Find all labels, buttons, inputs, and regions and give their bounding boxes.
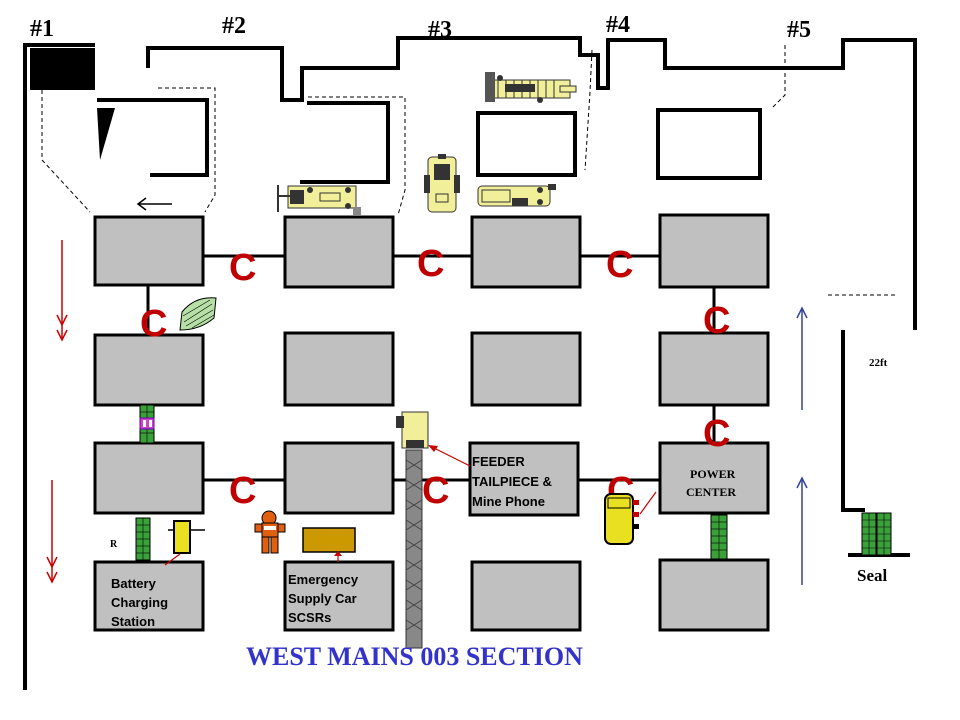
- feeder-label-line-1: FEEDER: [472, 454, 525, 469]
- entry-label-5: #5: [787, 17, 811, 43]
- shuttle-car-icon: [424, 154, 460, 213]
- crosscut-marker: C: [422, 470, 449, 512]
- r-marker: R: [110, 539, 118, 550]
- rib-walls: [23, 36, 917, 690]
- pillar-r4-c1: [93, 560, 205, 632]
- feeder-label: FEEDER TAILPIECE & Mine Phone: [472, 454, 552, 509]
- face-block-4: [656, 108, 762, 180]
- crosscut-marker: C: [229, 247, 256, 289]
- battery-label-line-1: Battery: [111, 576, 157, 591]
- entry-label-1: #1: [30, 16, 54, 42]
- emergency-label: Emergency Supply Car SCSRs: [288, 572, 359, 625]
- airflow-arrows: [46, 197, 808, 585]
- distance-label: 22ft: [869, 357, 888, 369]
- belt-conveyor-icon: [405, 449, 423, 649]
- pillar-r2-c3: [470, 331, 582, 407]
- pillar-r3-c4: [658, 441, 770, 515]
- power-center-label: POWER CENTER: [686, 467, 736, 499]
- crosscut-marker: C: [703, 300, 730, 342]
- battery-charger-icon: [164, 520, 205, 566]
- pillar-r1-c2: [283, 215, 395, 289]
- emergency-label-line-3: SCSRs: [288, 610, 331, 625]
- roof-bolter-icon: [277, 185, 361, 215]
- curtain-line-1: [41, 90, 91, 213]
- crosscut-marker: C: [703, 413, 730, 455]
- battery-label: Battery Charging Station: [111, 576, 168, 629]
- ventilation-lines: [41, 45, 895, 296]
- stopping-icon: [135, 517, 151, 561]
- pillar-r4-c4: [658, 558, 770, 632]
- pillar-r2-c1: [93, 333, 205, 407]
- crosscut-marker: C: [606, 244, 633, 286]
- section-title: WEST MAINS 003 SECTION: [246, 642, 583, 671]
- pillar-r1-c3: [470, 215, 582, 289]
- power-center-label-line-2: CENTER: [686, 485, 736, 499]
- crosscut-marker: C: [229, 470, 256, 512]
- seal-label: Seal: [857, 566, 888, 585]
- pillar-r3-c2: [283, 441, 395, 515]
- right-rib-inner: [841, 330, 865, 512]
- pillar-r2-c2: [283, 331, 395, 407]
- airflow-arrow-icon: [56, 240, 68, 342]
- emergency-label-line-2: Supply Car: [288, 591, 357, 606]
- supply-car-icon: [302, 527, 356, 562]
- curtain-line-3: [308, 96, 406, 216]
- face-outline: [146, 36, 917, 330]
- airflow-arrow-icon: [796, 306, 808, 410]
- feeder-icon: [396, 411, 429, 449]
- entry-label-2: #2: [222, 13, 246, 39]
- stopping-icon: [139, 404, 155, 444]
- entry-label-4: #4: [606, 12, 630, 38]
- pillar-r1-c4: [658, 213, 770, 289]
- pillar-r4-c3: [470, 560, 582, 632]
- feeder-label-line-2: TAILPIECE &: [472, 474, 552, 489]
- crosscut-lines: [146, 254, 716, 482]
- power-center-unit-icon: [604, 491, 657, 545]
- pillar-r1-c1: [93, 215, 205, 287]
- face-block-1: [150, 98, 209, 177]
- pillar-r2-c4: [658, 331, 770, 407]
- airflow-arrow-icon: [136, 197, 172, 211]
- curtain-line-4: [584, 49, 593, 171]
- airflow-arrow-icon: [46, 480, 58, 584]
- pillars: [93, 213, 770, 632]
- miner-person-icon: [254, 510, 286, 554]
- curtain-line-5: [771, 45, 786, 109]
- stopping-icon: [710, 514, 728, 560]
- pillar-r4-c2: [283, 560, 395, 632]
- airflow-arrow-icon: [796, 476, 808, 585]
- emergency-label-line-1: Emergency: [288, 572, 359, 587]
- crosscut-markers: C C C C C C C C C: [140, 243, 730, 512]
- pillar-r3-c3: [468, 441, 580, 517]
- battery-label-line-3: Station: [111, 614, 155, 629]
- face-block-2: [300, 101, 390, 184]
- left-rib: [23, 43, 95, 690]
- face-block-3: [476, 111, 577, 177]
- seal-icon: [861, 512, 892, 556]
- check-curtain-icon: [30, 48, 115, 160]
- scoop-icon: [477, 184, 556, 207]
- crosscut-marker: C: [417, 243, 444, 285]
- feeder-pointer: [428, 445, 471, 467]
- crosscut-marker: C: [140, 303, 167, 345]
- battery-label-line-2: Charging: [111, 595, 168, 610]
- pillar-r3-c1: [93, 441, 205, 515]
- entry-labels: #1 #2 #3 #4 #5: [30, 12, 811, 43]
- power-center-label-line-1: POWER: [690, 467, 736, 481]
- curtain-line-2: [158, 87, 216, 213]
- brattice-curtain-icon: [179, 297, 217, 331]
- continuous-miner-icon: [485, 72, 577, 103]
- feeder-label-line-3: Mine Phone: [472, 494, 545, 509]
